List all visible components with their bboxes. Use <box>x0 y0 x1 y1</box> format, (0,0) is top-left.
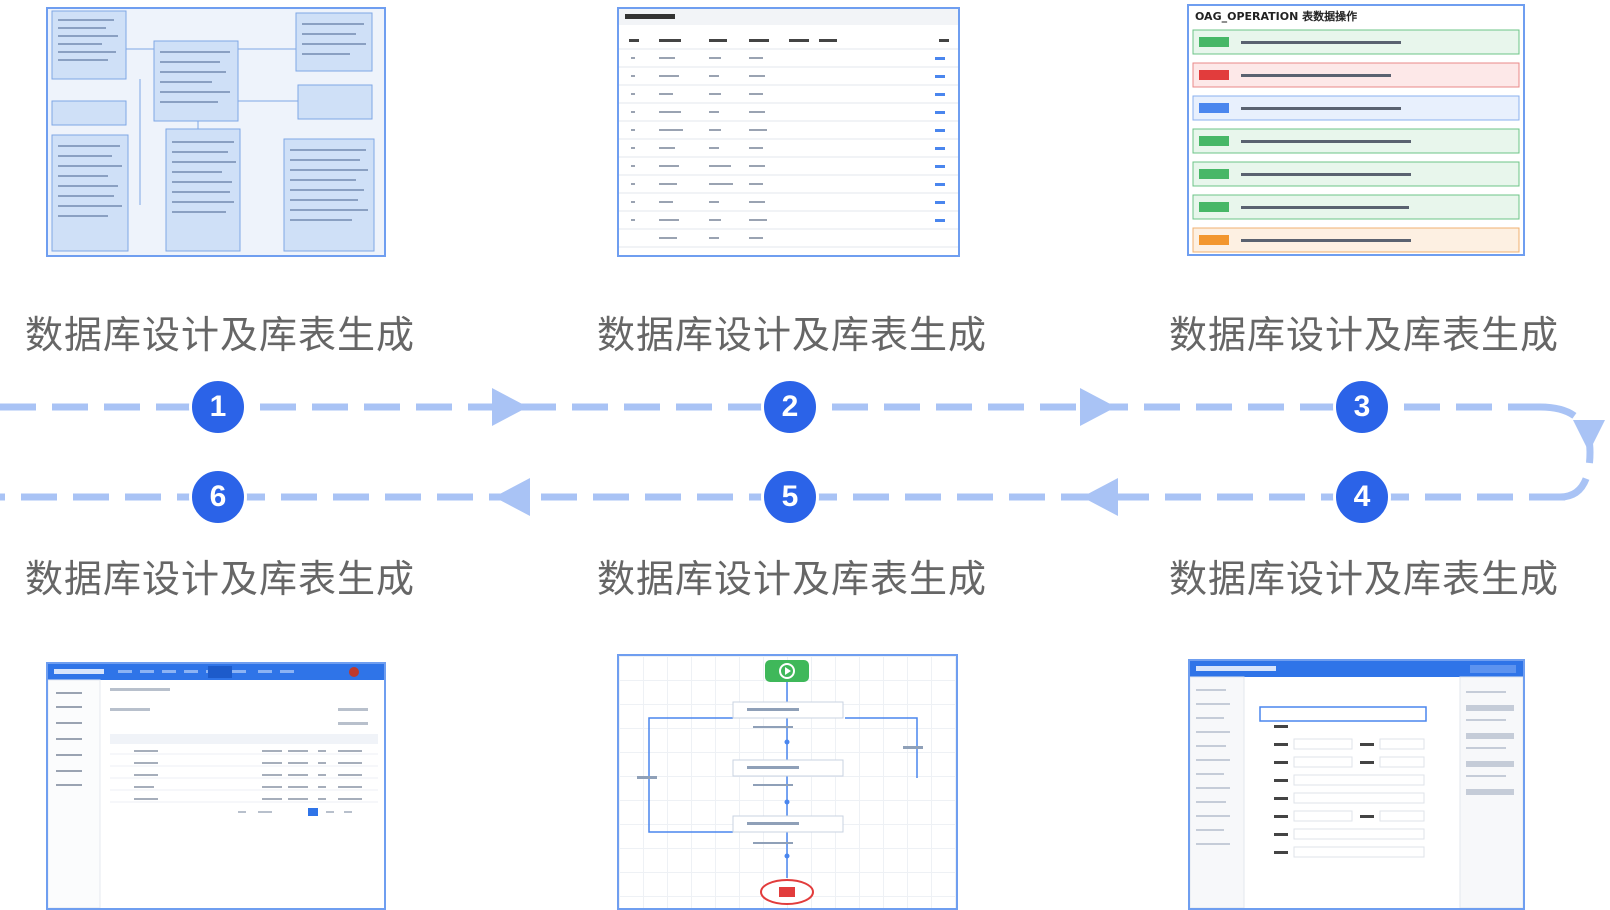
step-label-6: 数据库设计及库表生成 <box>24 557 415 601</box>
step-label-4: 数据库设计及库表生成 <box>1168 557 1559 601</box>
step-badge-2: 2 <box>761 378 819 436</box>
step-label-2: 数据库设计及库表生成 <box>596 313 987 357</box>
step-badge-1: 1 <box>189 378 247 436</box>
operation-log-graphic <box>1192 29 1520 253</box>
step-badge-4: 4 <box>1333 468 1391 526</box>
thumbnail-form-editor <box>1188 659 1525 910</box>
thumbnail-admin-list <box>46 662 386 910</box>
step-badge-6: 6 <box>189 468 247 526</box>
loop-curve <box>1539 403 1594 501</box>
arrow-right-icon <box>1080 388 1116 426</box>
operation-log-title: OAG_OPERATION 表数据操作 <box>1195 10 1358 23</box>
arrow-down-icon <box>1573 420 1605 452</box>
arrow-left-icon <box>1082 478 1118 516</box>
thumbnail-workflow <box>617 654 958 910</box>
thumbnail-table-grid <box>617 7 960 257</box>
er-diagram-graphic <box>51 10 375 252</box>
form-editor-graphic <box>1190 661 1523 908</box>
arrow-left-icon <box>494 478 530 516</box>
step-badge-3: 3 <box>1333 378 1391 436</box>
step-badge-5: 5 <box>761 468 819 526</box>
step-label-3: 数据库设计及库表生成 <box>1168 313 1559 357</box>
thumbnail-operation-log: OAG_OPERATION 表数据操作 <box>1187 4 1525 256</box>
thumbnail-er-diagram <box>46 7 386 257</box>
workflow-graphic <box>637 660 923 905</box>
step-label-5: 数据库设计及库表生成 <box>596 557 987 601</box>
step-label-1: 数据库设计及库表生成 <box>24 313 415 357</box>
arrow-right-icon <box>492 388 528 426</box>
admin-list-graphic <box>48 664 384 908</box>
table-grid-graphic <box>619 9 958 248</box>
